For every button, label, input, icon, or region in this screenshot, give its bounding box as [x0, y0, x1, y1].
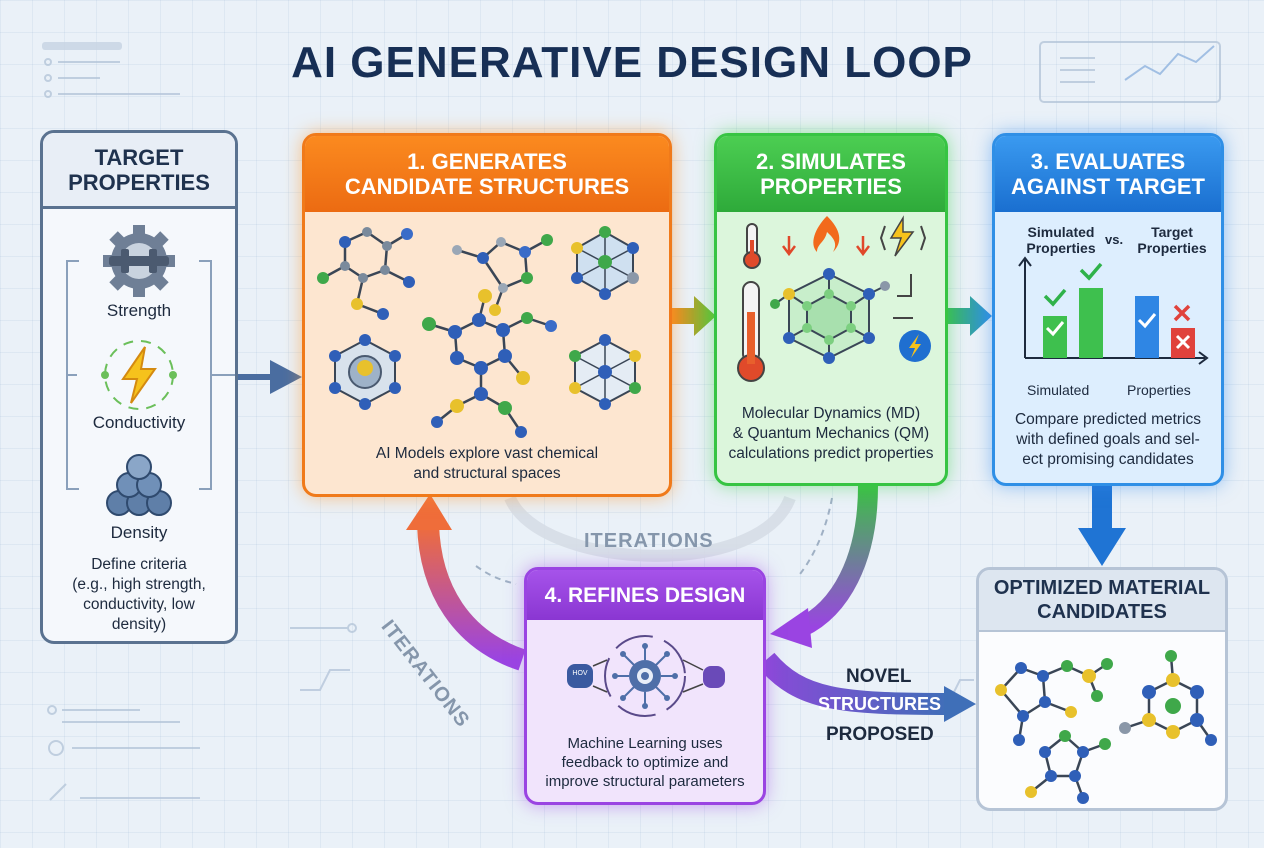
evaluate-heading: 3. EVALUATES AGAINST TARGET	[995, 136, 1221, 212]
lightning-icon	[101, 340, 177, 410]
neural-gear-icon	[612, 643, 678, 709]
thermometer-small-icon	[743, 223, 761, 269]
proposed-label: PROPOSED	[826, 724, 934, 745]
conductivity-label: Conductivity	[92, 413, 186, 432]
bar-simulated-1	[1043, 316, 1067, 358]
simulated-properties-label: Simulated Properties	[1026, 224, 1096, 256]
structures-label: STRUCTURES	[818, 694, 942, 714]
target-description: Define criteria (e.g., high strength, co…	[72, 556, 206, 633]
vs-label: vs.	[1105, 232, 1124, 247]
chip-left-label: HOV	[572, 670, 588, 677]
generate-panel: 1. GENERATES CANDIDATE STRUCTURES	[302, 133, 672, 497]
bar-simulated-2	[1079, 288, 1103, 358]
cross-icon	[1173, 304, 1191, 322]
evaluate-panel: 3. EVALUATES AGAINST TARGET Simulated Pr…	[992, 133, 1224, 486]
simulate-panel: 2. SIMULATES PROPERTIES	[714, 133, 948, 486]
check-icon-3	[1137, 313, 1157, 329]
input-chip-icon	[567, 664, 593, 688]
energy-icon	[899, 330, 931, 362]
iteration-ring	[504, 495, 796, 562]
arrow-refine-to-optimized	[757, 652, 951, 715]
target-properties-label: Target Properties	[1137, 224, 1207, 256]
simulation-illustration	[737, 215, 931, 382]
target-properties-heading: TARGET PROPERTIES	[43, 133, 235, 209]
arrow-generate-to-simulate	[672, 296, 716, 336]
output-chip-icon	[703, 666, 725, 688]
check-icon-4	[1045, 321, 1065, 337]
lightning-bracket-icon	[879, 215, 927, 257]
comparison-bar-chart	[1018, 256, 1209, 365]
arrow-evaluate-to-optimized	[1078, 486, 1126, 566]
arrow-simulate-to-refine	[795, 485, 878, 638]
optimized-heading: OPTIMIZED MATERIAL CANDIDATES	[979, 570, 1225, 632]
candidate-molecules-illustration	[317, 226, 641, 438]
axis-label-properties: Properties	[1127, 382, 1191, 398]
simulate-heading: 2. SIMULATES PROPERTIES	[717, 136, 945, 212]
bar-target-1	[1135, 296, 1159, 358]
check-icon-2	[1079, 262, 1103, 281]
target-properties-panel: TARGET PROPERTIES	[40, 130, 238, 644]
iterations-label-top: ITERATIONS	[584, 530, 714, 552]
arrow-refine-to-generate	[417, 523, 526, 671]
novel-label: NOVEL	[846, 666, 912, 687]
gear-icon	[103, 225, 175, 297]
cross-icon-2	[1175, 334, 1191, 350]
page-title: AI GENERATIVE DESIGN LOOP	[291, 38, 973, 87]
spheres-icon	[106, 454, 172, 516]
lattice-structure	[774, 272, 886, 360]
arrow-target-to-generate	[238, 360, 302, 394]
density-label: Density	[110, 523, 168, 542]
evaluate-description: Compare predicted metrics with defined g…	[1014, 411, 1202, 468]
crystal-cluster-bottom	[569, 334, 641, 410]
simulate-description: Molecular Dynamics (MD) & Quantum Mechan…	[728, 405, 934, 462]
strength-label: Strength	[106, 301, 172, 320]
machine-learning-illustration	[567, 635, 725, 717]
decorative-ui-traces	[42, 41, 1221, 801]
refine-panel: 4. REFINES DESIGN	[524, 567, 766, 805]
flame-icon	[813, 216, 840, 252]
refine-description: Machine Learning uses feedback to optimi…	[545, 735, 745, 790]
thermometer-icon	[737, 281, 765, 382]
generate-description: AI Models explore vast chemical and stru…	[375, 445, 599, 482]
check-icon	[1043, 288, 1067, 307]
crystal-cluster-top	[571, 226, 639, 300]
generate-heading: 1. GENERATES CANDIDATE STRUCTURES	[305, 136, 669, 212]
cage-structure	[329, 334, 401, 410]
target-icons	[66, 225, 235, 516]
arrow-simulate-to-evaluate	[948, 296, 992, 336]
axis-label-simulated: Simulated	[1027, 382, 1090, 398]
optimized-candidates-panel: OPTIMIZED MATERIAL CANDIDATES	[976, 567, 1228, 811]
refine-heading: 4. REFINES DESIGN	[527, 570, 763, 620]
optimized-molecules-illustration	[995, 650, 1217, 804]
